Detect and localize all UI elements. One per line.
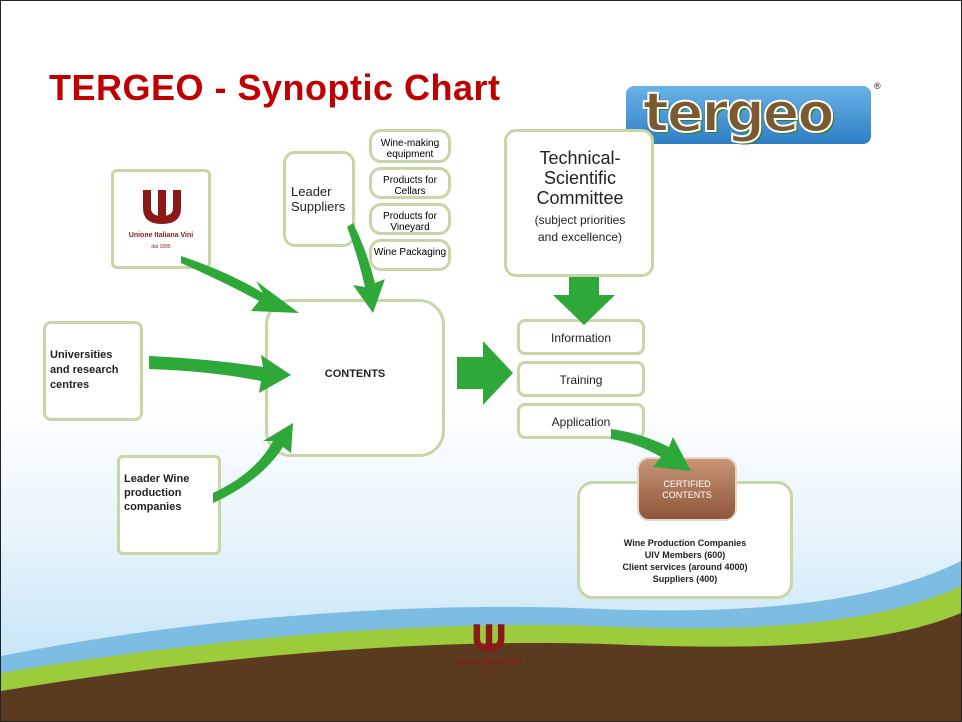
universities-label: Universities and research centres — [50, 349, 119, 391]
committee-title: Technical-Scientific Committee — [536, 148, 624, 208]
arrow-universities-to-contents — [149, 355, 291, 393]
arrow-committee-to-information — [553, 277, 615, 325]
arrow-uiv-to-contents — [181, 256, 299, 313]
arrow-suppliers-to-contents — [347, 223, 385, 313]
committee-subtitle: (subject priorities and excellence) — [534, 213, 626, 244]
output-information: Information — [517, 319, 645, 355]
tergeo-logo-text: tergeo — [642, 80, 835, 145]
certified-line: Client services (around 4000) — [622, 562, 748, 572]
footer-uiv-since: dal 1895 — [479, 670, 499, 676]
certified-line: Suppliers (400) — [652, 574, 718, 584]
uiv-box: Unione Italiana Vini dal 1895 — [111, 169, 211, 269]
certified-badge: CERTIFIED CONTENTS — [637, 457, 737, 521]
supplier-item: Wine Packaging — [369, 239, 451, 271]
output-label: Training — [559, 373, 603, 387]
certified-line: UIV Members (600) — [644, 550, 726, 560]
arrow-wine-to-contents — [213, 423, 293, 503]
supplier-item-label: Wine Packaging — [373, 247, 447, 258]
wine-companies-label: Leader Wine production companies — [124, 473, 190, 513]
footer-uiv-icon — [473, 624, 505, 652]
output-label: Information — [550, 331, 612, 345]
registered-mark: ® — [874, 81, 881, 91]
output-training: Training — [517, 361, 645, 397]
uiv-name: Unione Italiana Vini — [128, 232, 194, 239]
contents-box: CONTENTS — [265, 299, 445, 457]
supplier-item-label: Products for Cellars — [383, 175, 437, 197]
page-title: TERGEO - Synoptic Chart — [49, 67, 501, 108]
supplier-item: Products for Vineyard — [369, 203, 451, 235]
wine-companies-box: Leader Wine production companies — [117, 455, 221, 555]
suppliers-label: Leader Suppliers — [291, 184, 346, 214]
footer-uiv-logo: Unione Italiana Vini dal 1895 — [447, 621, 531, 685]
arrow-contents-to-outputs — [457, 341, 513, 405]
contents-label: CONTENTS — [324, 368, 386, 380]
supplier-item: Wine-making equipment — [369, 129, 451, 163]
committee-box: Technical-Scientific Committee (subject … — [504, 129, 654, 277]
supplier-item-label: Wine-making equipment — [380, 138, 440, 160]
certified-line: Wine Production Companies — [623, 538, 747, 548]
supplier-item-label: Products for Vineyard — [383, 211, 437, 233]
suppliers-box — [283, 151, 355, 247]
supplier-item: Products for Cellars — [369, 167, 451, 199]
uiv-since: dal 1895 — [151, 244, 171, 250]
output-label: Application — [551, 415, 611, 429]
certified-badge-label: CERTIFIED CONTENTS — [662, 479, 712, 500]
footer-uiv-name: Unione Italiana Vini — [456, 659, 522, 666]
universities-box: Universities and research centres — [43, 321, 143, 421]
arrow-application-to-certified — [611, 429, 691, 471]
uiv-logo-icon — [139, 186, 185, 228]
